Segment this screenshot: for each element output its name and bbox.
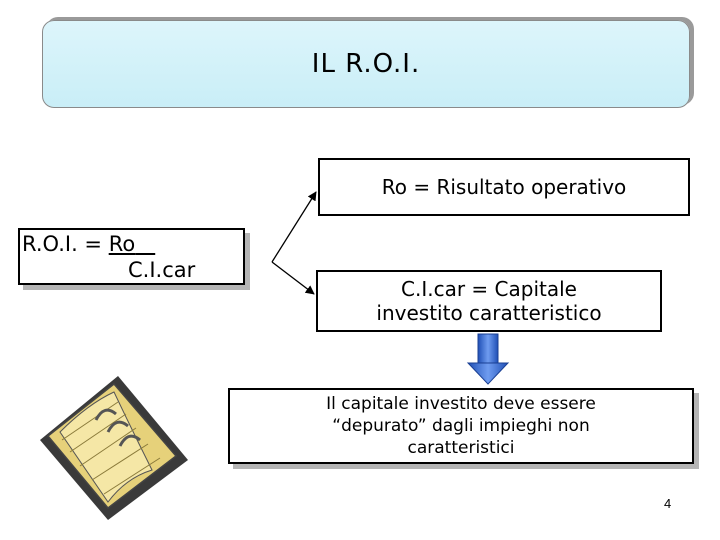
formula-lhs: R.O.I. =: [22, 232, 109, 256]
connector-to-ci: [271, 261, 315, 295]
ro-definition: Ro = Risultato operativo: [381, 175, 627, 199]
connector-to-ro: [271, 191, 317, 263]
open-book-clipart-icon: [40, 376, 188, 520]
formula-denominator: C.I.car: [128, 258, 196, 282]
down-arrow-icon: [466, 333, 510, 385]
title-banner: IL R.O.I.: [42, 20, 690, 108]
note-box: Il capitale investito deve essere “depur…: [228, 388, 694, 464]
formula-numerator: Ro: [108, 232, 136, 256]
ci-definition-line2: investito caratteristico: [376, 301, 602, 325]
ci-definition-box: C.I.car = Capitale investito caratterist…: [316, 270, 662, 332]
ro-definition-box: Ro = Risultato operativo: [318, 158, 690, 216]
note-line2: “depurato” dagli impieghi non: [332, 416, 590, 436]
ci-definition-line1: C.I.car = Capitale: [401, 277, 577, 301]
roi-formula-box: R.O.I. = Ro C.I.car: [18, 228, 245, 285]
note-line3: caratteristici: [407, 438, 515, 458]
page-number: 4: [664, 496, 672, 511]
formula-numerator-line: R.O.I. = Ro: [22, 232, 155, 256]
page-title: IL R.O.I.: [311, 49, 421, 79]
note-line1: Il capitale investito deve essere: [326, 394, 596, 414]
